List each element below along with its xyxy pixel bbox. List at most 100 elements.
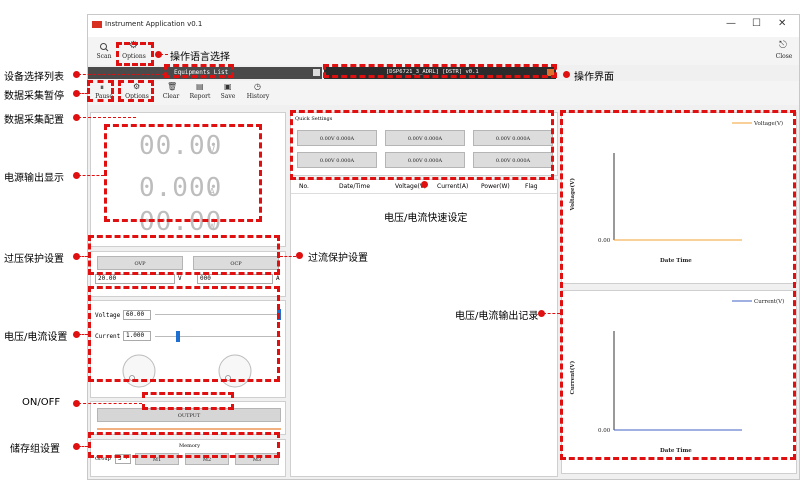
ann-line-config: [78, 117, 136, 118]
ann-dot-operation: [563, 71, 570, 78]
col-current: Current(A): [437, 183, 469, 190]
scan-button[interactable]: Scan: [93, 42, 115, 64]
report-label: Report: [189, 93, 211, 100]
app-window: Instrument Application v0.1 — ☐ ✕ Scan ⚙…: [87, 14, 800, 480]
ocp-input[interactable]: 000: [197, 274, 273, 284]
title-bar: Instrument Application v0.1 — ☐ ✕: [88, 15, 799, 37]
highlight-protection: [88, 235, 280, 275]
quick-button-3[interactable]: 0.00V 0.000A: [473, 130, 553, 146]
voltage-slider[interactable]: [155, 314, 281, 315]
quick-button-1[interactable]: 0.00V 0.000A: [297, 130, 377, 146]
memory-title: Memory: [179, 443, 201, 449]
power-display-panel: 00.00 V 0.000 A 00.00 W: [90, 112, 286, 247]
trash-icon: 🗑: [167, 82, 178, 91]
highlight-charts: [560, 110, 796, 460]
close-app-label: Close: [775, 53, 793, 60]
device-tab-label: [DSP6721_3_ADRL] [DSTR] v0.1: [386, 69, 479, 75]
quick-button-5[interactable]: 0.00V 0.000A: [385, 152, 465, 168]
ann-power-display: 电源输出显示: [4, 173, 64, 184]
power-unit: W: [209, 221, 216, 232]
x-axis-label: Date Time: [660, 258, 692, 264]
group-label: Group: [95, 456, 111, 462]
device-list-bar: Equipments List: [88, 67, 322, 79]
voltage-value: 00.00: [139, 131, 223, 161]
app-logo-icon: [92, 21, 102, 28]
voltage-setting-label: Voltage: [95, 312, 121, 319]
current-slider-thumb[interactable]: [175, 331, 180, 342]
options-top-button[interactable]: ⚙ Options: [119, 40, 149, 64]
ann-dot-protection: [73, 253, 80, 260]
maximize-button[interactable]: ☐: [752, 18, 761, 29]
device-list-close-icon[interactable]: [313, 69, 320, 76]
ann-device-list: 设备选择列表: [4, 72, 64, 83]
highlight-pause: [87, 80, 114, 102]
highlight-options-data: [118, 80, 154, 102]
group-value: 3: [118, 455, 122, 462]
highlight-device-tab: [323, 64, 557, 78]
clear-button[interactable]: 🗑 Clear: [161, 82, 181, 103]
gear-icon: ⚙: [133, 82, 141, 91]
legend-label: Voltage(V): [753, 120, 783, 127]
close-app-button[interactable]: ⎋ Close: [772, 40, 796, 64]
current-readout: 0.000 A: [139, 173, 221, 209]
equipments-list-label[interactable]: Equipments List: [174, 69, 229, 76]
ann-record: 电压/电流输出记录: [455, 311, 539, 322]
col-datetime: Date/Time: [339, 183, 371, 190]
ann-onoff: ON/OFF: [22, 397, 61, 408]
minimize-button[interactable]: —: [726, 18, 736, 29]
current-setting-input[interactable]: 1.000: [123, 331, 151, 341]
report-icon: ▤: [196, 82, 204, 91]
ann-dot-device-list: [73, 71, 80, 78]
close-button[interactable]: ✕: [778, 18, 787, 29]
ann-line-record: [543, 313, 560, 314]
col-power: Power(W): [481, 183, 510, 190]
ocp-unit: A: [276, 275, 280, 282]
history-label: History: [246, 93, 270, 100]
y-tick-label: 0.00: [598, 238, 611, 244]
ann-lang: 操作语言选择: [170, 52, 230, 63]
quick-button-4[interactable]: 0.00V 0.000A: [297, 152, 377, 168]
ann-ocp: 过流保护设置: [308, 253, 368, 264]
ann-dot-ocp: [296, 252, 303, 259]
ovp-unit: V: [178, 275, 182, 282]
highlight-device-list: [164, 64, 234, 78]
device-tab-close-icon[interactable]: [547, 69, 554, 76]
current-unit: A: [209, 187, 216, 198]
report-button[interactable]: ▤ Report: [188, 82, 212, 103]
ann-vi-setting: 电压/电流设置: [4, 332, 68, 343]
data-table: No. Date/Time Voltage(V) Current(A) Powe…: [290, 179, 558, 477]
ann-line-onoff: [78, 403, 142, 404]
current-setting-value: 1.000: [126, 332, 145, 339]
ann-dot-power-display: [73, 172, 80, 179]
pause-button[interactable]: ⏸ Pause: [93, 83, 115, 103]
quick-settings-title: Quick Settings: [295, 116, 333, 122]
ovp-input[interactable]: 20.00: [95, 274, 175, 284]
group-select[interactable]: 3 ▾: [115, 454, 131, 464]
ann-operation: 操作界面: [574, 72, 614, 83]
options-data-label: Options: [125, 93, 149, 100]
voltage-setting-input[interactable]: 60.00: [123, 310, 151, 320]
ann-dot-quick: [421, 181, 428, 188]
quick-settings-panel: Quick Settings 0.00V 0.000A 0.00V 0.000A…: [290, 112, 558, 176]
save-button[interactable]: ▣ Save: [218, 82, 238, 103]
col-voltage: Voltage(V): [395, 183, 427, 190]
x-axis-label: Date Time: [660, 448, 692, 454]
history-button[interactable]: ◷ History: [244, 82, 272, 103]
ovp-value: 20.00: [98, 275, 117, 282]
ovp-button[interactable]: OVP: [97, 256, 183, 270]
highlight-output: [142, 392, 234, 410]
output-button[interactable]: OUTPUT: [97, 408, 281, 422]
history-icon: ◷: [254, 82, 261, 91]
current-slider[interactable]: [155, 336, 281, 337]
quick-button-2[interactable]: 0.00V 0.000A: [385, 130, 465, 146]
window-title: Instrument Application v0.1: [105, 20, 203, 28]
options-data-button[interactable]: ⚙ Options: [122, 82, 152, 103]
search-icon: [100, 43, 109, 52]
ann-dot-record: [538, 310, 545, 317]
ann-protection: 过压保护设置: [4, 254, 64, 265]
ann-line-ocp: [280, 256, 296, 257]
col-flag: Flag: [525, 183, 538, 190]
quick-button-6[interactable]: 0.00V 0.000A: [473, 152, 553, 168]
